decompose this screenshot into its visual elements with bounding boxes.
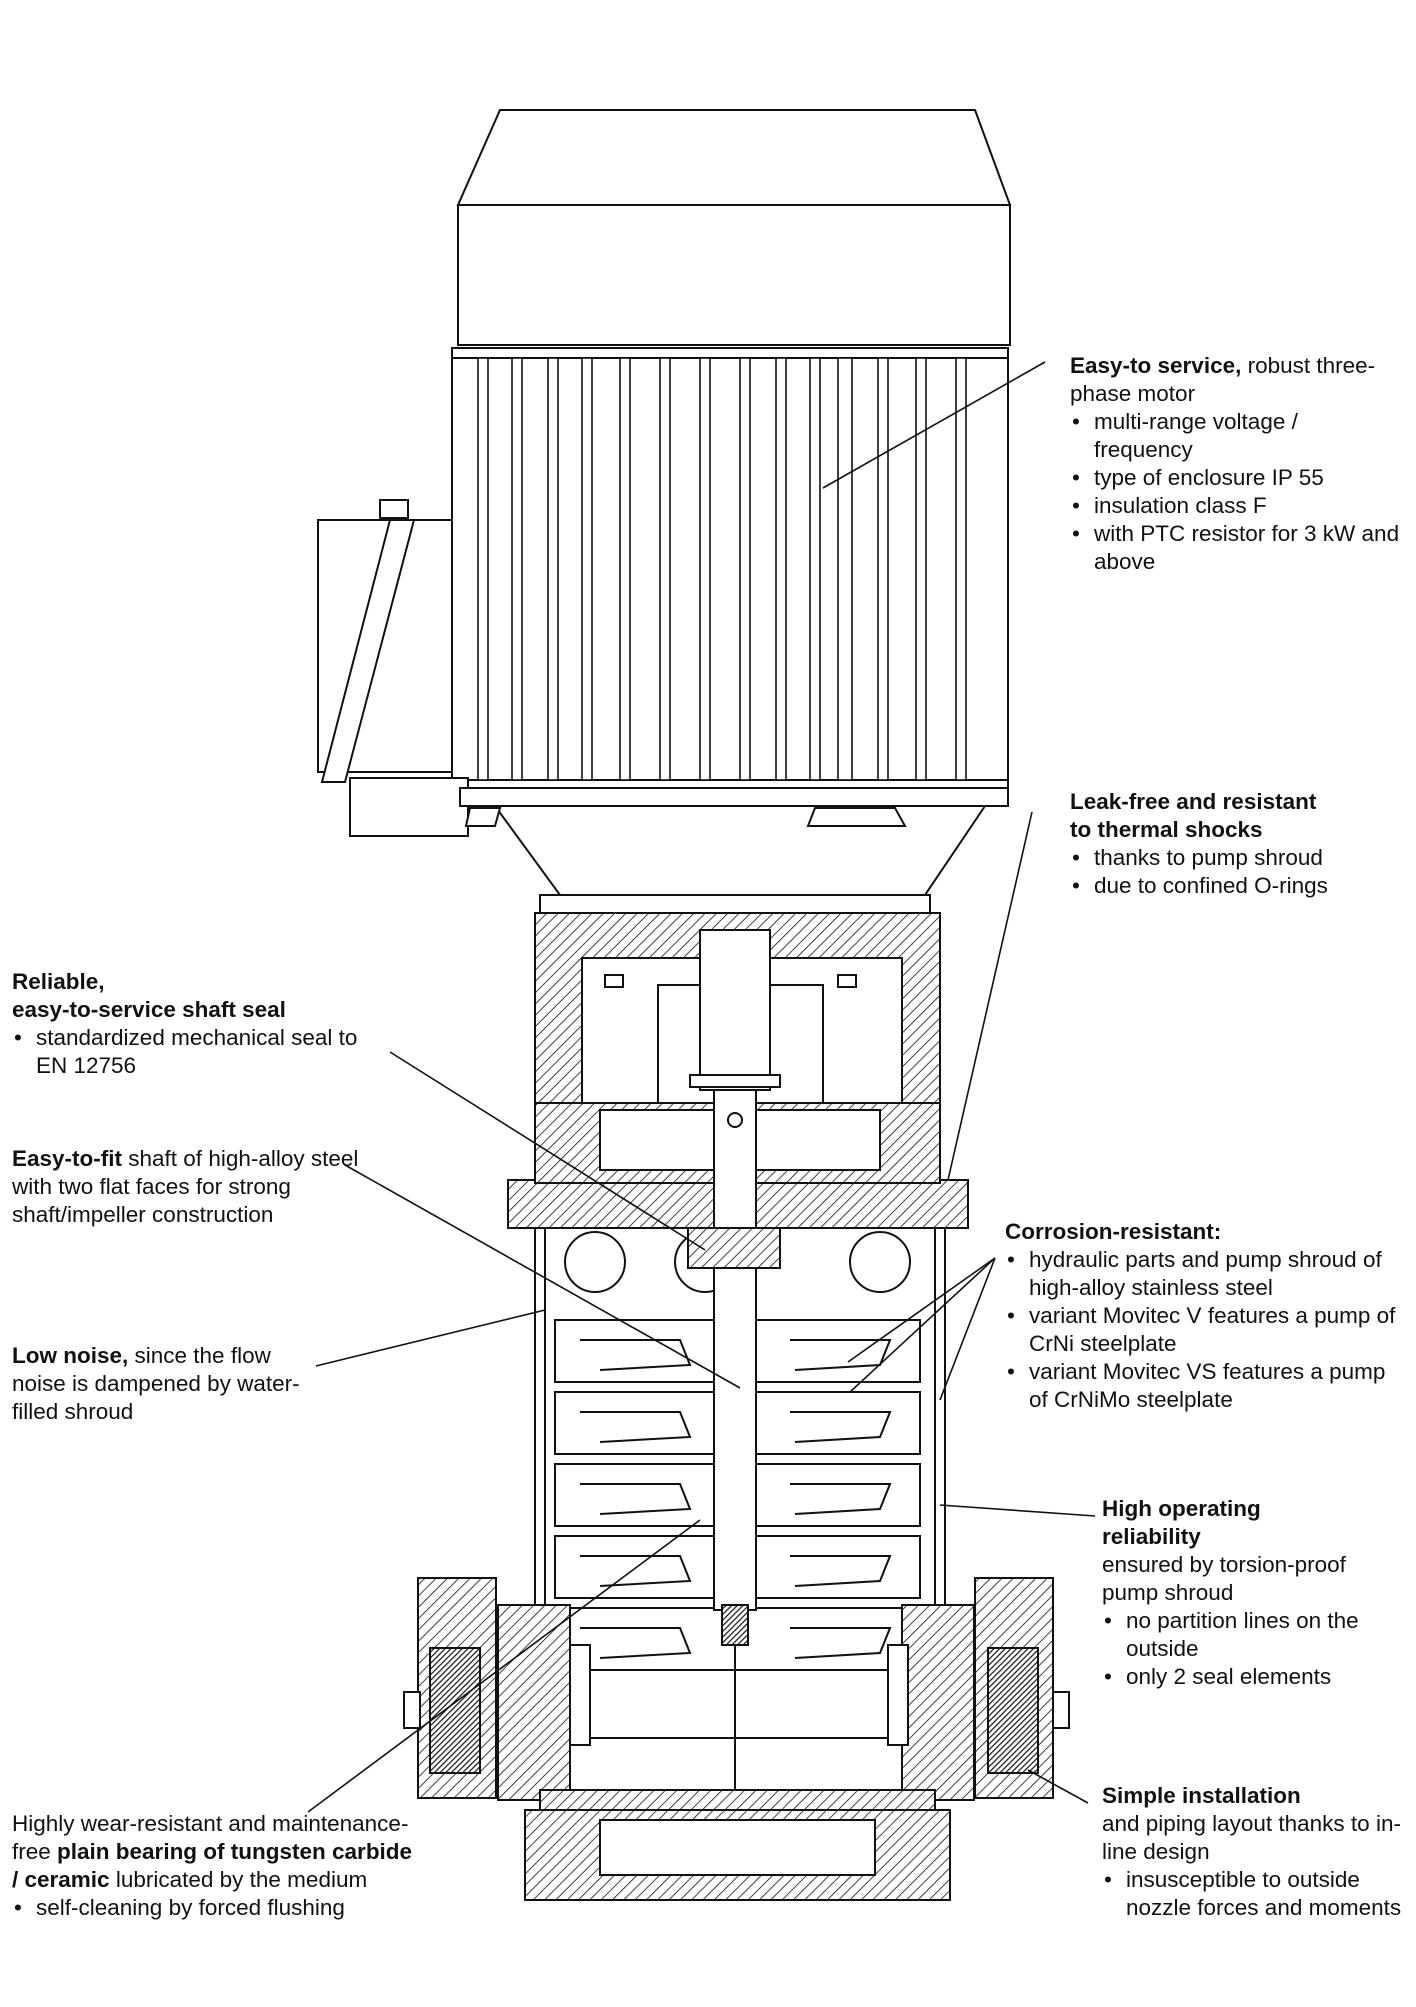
reliability-bullet: only 2 seal elements <box>1102 1663 1402 1691</box>
leader-lines <box>307 361 1096 1813</box>
shaft-note: Easy-to-fit shaft of high-alloy steel wi… <box>12 1145 397 1229</box>
shaft <box>687 929 781 1790</box>
terminal-box <box>317 499 469 837</box>
reliability-note: High operating reliability ensured by to… <box>1102 1495 1402 1691</box>
motor-flange <box>459 787 1009 914</box>
leakfree-bullet: thanks to pump shroud <box>1070 844 1400 872</box>
leakfree-bullet: due to confined O-rings <box>1070 872 1400 900</box>
shaft-seal-title-2: easy-to-service shaft seal <box>12 997 286 1022</box>
noise-note-text: since the flow noise is dampened by wate… <box>12 1343 300 1424</box>
motor-fan-cover <box>456 109 1012 346</box>
motor-note: Easy-to service, robust three-phase moto… <box>1070 352 1400 576</box>
motor-note-lead: Easy-to service, <box>1070 353 1242 378</box>
leakfree-title-2: to thermal shocks <box>1070 817 1263 842</box>
installation-body: and piping layout thanks to in-line desi… <box>1102 1811 1401 1864</box>
motor-note-bullet: type of enclosure IP 55 <box>1070 464 1400 492</box>
motor-note-text: robust three-phase motor <box>1070 353 1376 406</box>
corrosion-title: Corrosion-resistant: <box>1005 1219 1222 1244</box>
corrosion-bullet: hydraulic parts and pump shroud of high-… <box>1005 1246 1405 1302</box>
bearing-text-bold: plain bearing of tungsten carbide / cera… <box>12 1839 413 1892</box>
installation-note: Simple installation and piping layout th… <box>1102 1782 1402 1922</box>
bearing-text-pre: Highly wear-resistant and maintenance-fr… <box>12 1811 409 1864</box>
motor-note-bullet: multi-range voltage / frequency <box>1070 408 1400 464</box>
base-casing <box>403 1577 1070 1901</box>
shaft-note-lead: Easy-to-fit <box>12 1146 123 1171</box>
leakfree-title-1: Leak-free and resistant <box>1070 789 1317 814</box>
corrosion-note: Corrosion-resistant: hydraulic parts and… <box>1005 1218 1405 1414</box>
motor-note-bullet: with PTC resistor for 3 kW and above <box>1070 520 1400 576</box>
bearing-text-post: lubricated by the medium <box>109 1867 368 1892</box>
installation-title: Simple installation <box>1102 1783 1301 1808</box>
motor-note-bullet: insulation class F <box>1070 492 1400 520</box>
corrosion-bullet: variant Movitec V features a pump of CrN… <box>1005 1302 1405 1358</box>
leakfree-note: Leak-free and resistant to thermal shock… <box>1070 788 1400 900</box>
noise-note-lead: Low noise, <box>12 1343 129 1368</box>
reliability-bullet: no partition lines on the outside <box>1102 1607 1402 1663</box>
installation-bullet: insusceptible to outside nozzle forces a… <box>1102 1866 1402 1922</box>
reliability-body: ensured by torsion-proof pump shroud <box>1102 1552 1346 1605</box>
shaft-seal-note: Reliable, easy-to-service shaft seal sta… <box>12 968 392 1080</box>
reliability-title-2: reliability <box>1102 1524 1201 1549</box>
shaft-seal-bullet: standardized mechanical seal to EN 12756 <box>12 1024 392 1080</box>
shaft-seal-title-1: Reliable, <box>12 969 105 994</box>
bearing-bullet: self-cleaning by forced flushing <box>12 1894 422 1922</box>
shaft-note-text: shaft of high-alloy steel with two flat … <box>12 1146 359 1227</box>
motor-body <box>451 347 1009 789</box>
bearing-note: Highly wear-resistant and maintenance-fr… <box>12 1810 422 1922</box>
corrosion-bullet: variant Movitec VS features a pump of Cr… <box>1005 1358 1405 1414</box>
reliability-title-1: High operating <box>1102 1496 1261 1521</box>
noise-note: Low noise, since the flow noise is dampe… <box>12 1342 312 1426</box>
